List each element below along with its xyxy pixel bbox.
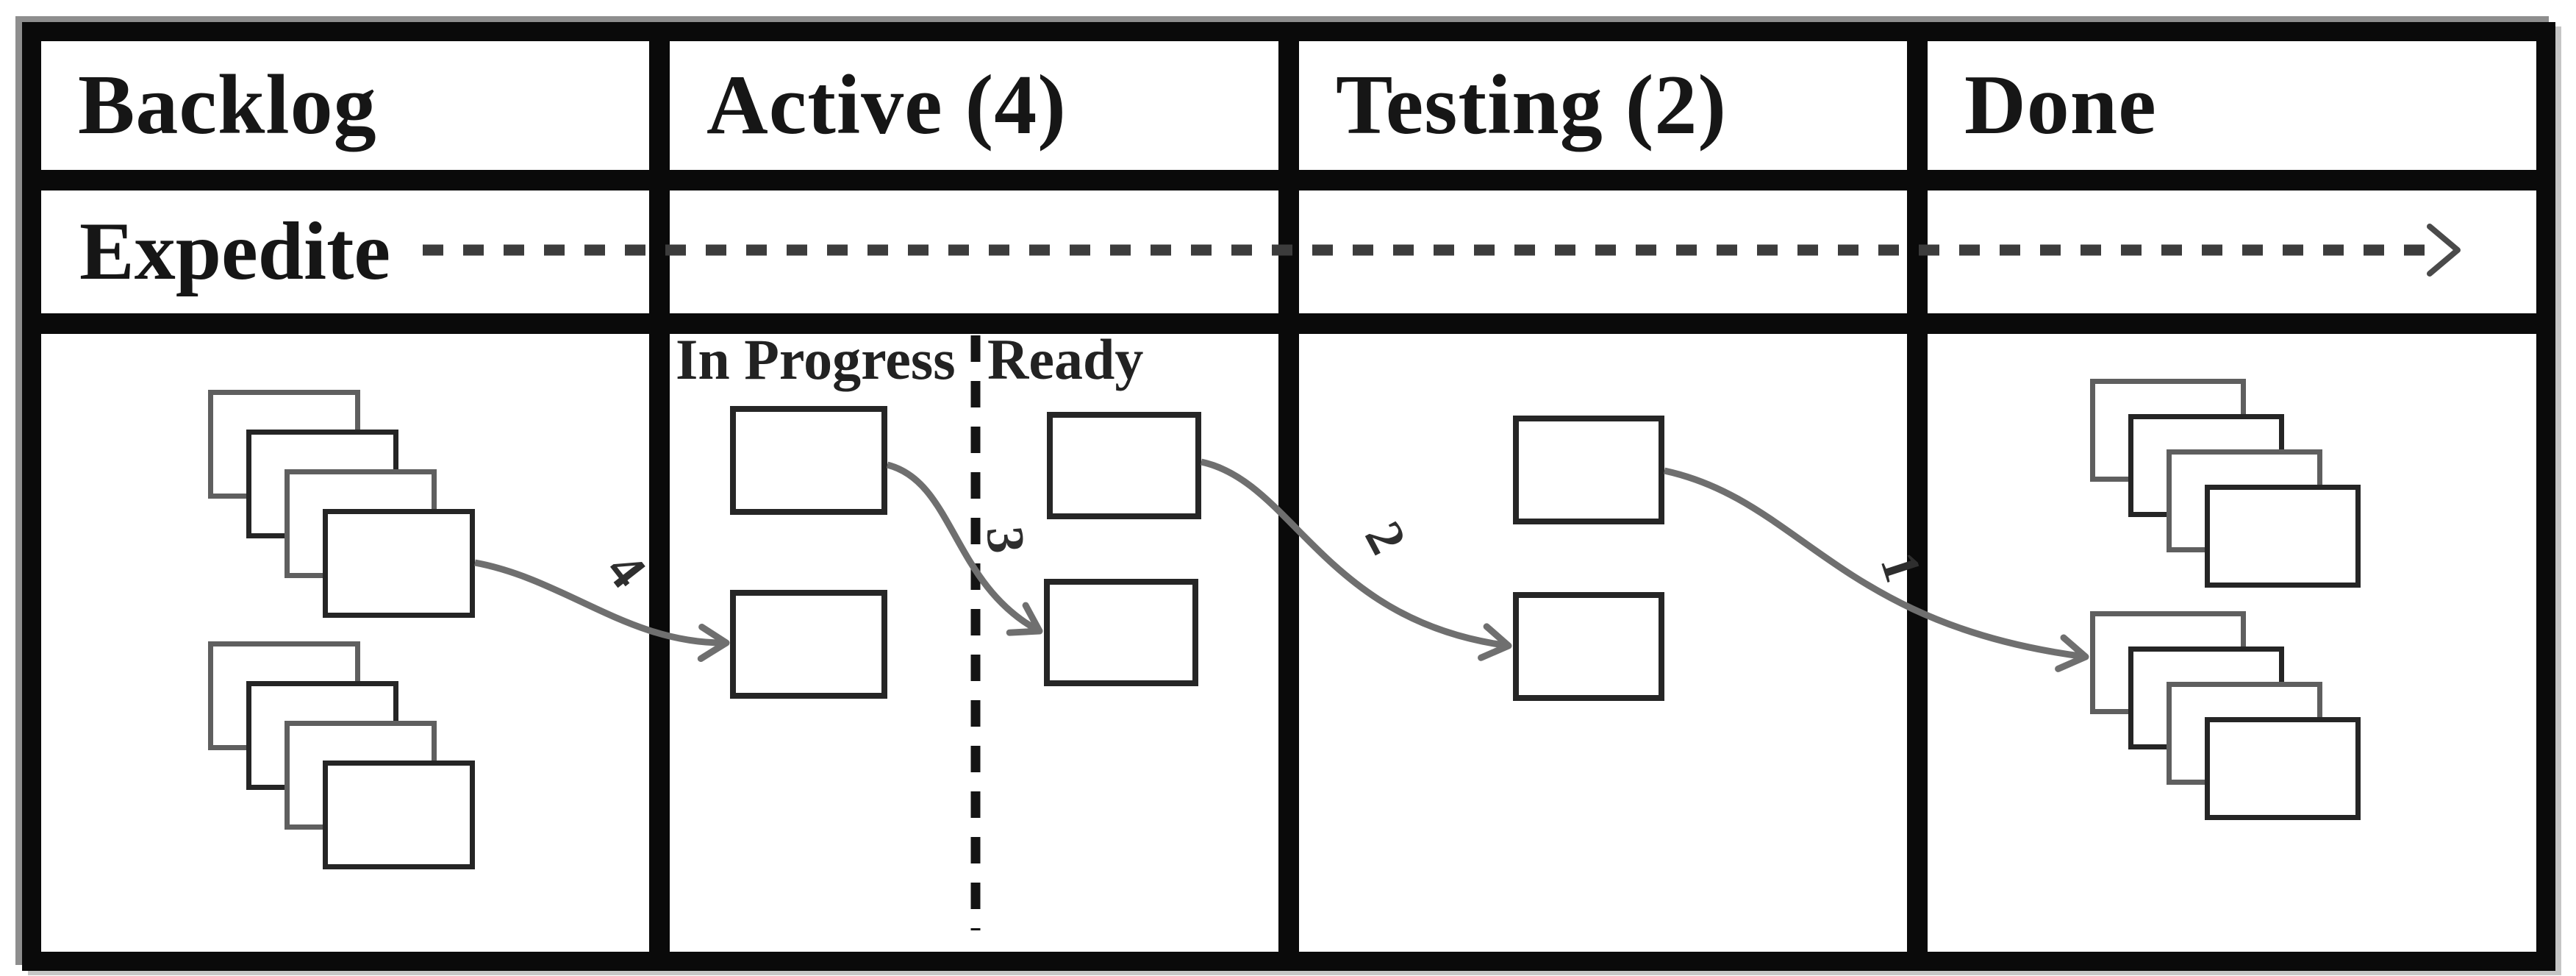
column-header-done-label: Done (1964, 58, 2157, 152)
kanban-board: Backlog Active (4) Testing (2) Done Expe… (22, 22, 2555, 971)
expedite-lane-done (1928, 190, 2536, 313)
active-column-body: In Progress Ready (670, 327, 1278, 952)
work-item-card (1044, 579, 1198, 686)
work-item-card (1513, 416, 1664, 524)
expedite-lane-backlog: Expedite (41, 190, 649, 313)
column-header-testing: Testing (2) (1299, 41, 1907, 170)
work-item-card (323, 761, 475, 869)
column-header-backlog-label: Backlog (78, 58, 377, 152)
column-header-backlog: Backlog (41, 41, 649, 170)
work-item-card (730, 590, 887, 699)
work-item-card (730, 406, 887, 515)
work-item-card (1047, 412, 1201, 519)
expedite-lane-testing (1299, 190, 1907, 313)
expedite-lane-active (670, 190, 1278, 313)
work-item-card (1513, 592, 1664, 701)
testing-column-body (1299, 334, 1907, 952)
column-header-active-label: Active (4) (706, 58, 1067, 152)
sublane-label-ready: Ready (987, 327, 1144, 391)
column-header-done: Done (1928, 41, 2536, 170)
work-item-card (323, 509, 475, 618)
done-column-body (1928, 334, 2536, 952)
column-header-active: Active (4) (670, 41, 1278, 170)
sublane-label-in-progress: In Progress (676, 327, 956, 391)
work-item-card (2205, 717, 2361, 820)
expedite-lane-label: Expedite (79, 206, 391, 297)
work-item-card (2205, 485, 2361, 588)
backlog-column-body (41, 334, 649, 952)
column-header-testing-label: Testing (2) (1336, 58, 1727, 152)
